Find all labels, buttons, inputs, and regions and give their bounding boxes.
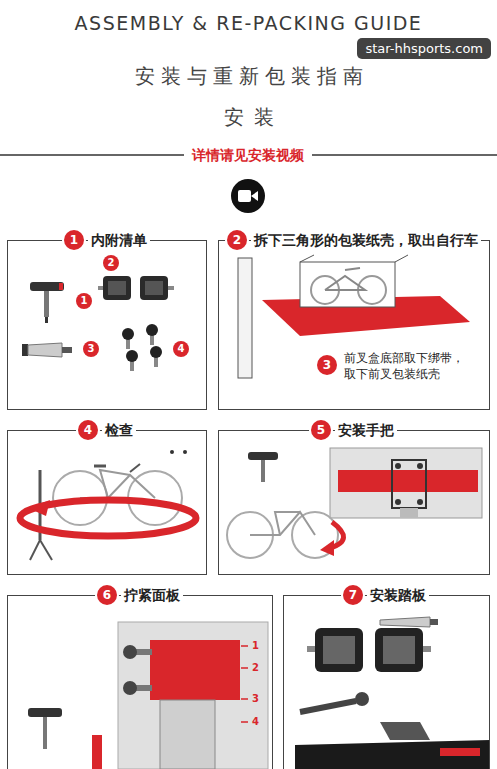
step-badge: 1 — [64, 230, 84, 250]
video-icon — [231, 179, 265, 213]
callout-number: 3 — [252, 693, 259, 705]
badge-number: 1 — [70, 234, 78, 246]
panel-heading: 内附清单 — [88, 230, 150, 250]
step-note: 前叉盒底部取下绑带， 取下前叉包装纸壳 — [344, 350, 478, 382]
handlebar-scene — [227, 448, 482, 558]
panel-heading: 安装踏板 — [367, 585, 429, 605]
step-badge: 5 — [311, 420, 331, 440]
panel-heading: 安装手把 — [335, 420, 397, 440]
badge-number: 6 — [103, 589, 111, 601]
step-badge: 6 — [97, 585, 117, 605]
badge-number: 3 — [88, 344, 95, 354]
grease-tube — [22, 343, 72, 357]
callout-number: 4 — [252, 716, 259, 728]
callout-number: 1 — [252, 640, 259, 652]
step-panel: 拆下三角形的包装纸壳，取出自行车23 — [218, 240, 490, 410]
step-panel: 安装手把5 — [218, 430, 490, 575]
step-panel: 拧紧面板6 — [7, 595, 273, 769]
pedal-scene — [295, 617, 490, 769]
panel-heading: 拧紧面板 — [121, 585, 183, 605]
callout-badge: 4 — [173, 341, 189, 357]
guide-title: ASSEMBLY & RE-PACKING GUIDE — [0, 12, 497, 34]
video-note: 详情请见安装视频 — [184, 146, 312, 164]
panel-heading: 检查 — [102, 420, 136, 440]
pedals — [98, 276, 174, 300]
callout-badge: 1 — [76, 293, 92, 309]
badge-number: 2 — [108, 258, 115, 268]
watermark: star-hhsports.com — [357, 38, 491, 59]
callout-badge: 2 — [103, 255, 119, 271]
badge-number: 3 — [323, 359, 331, 371]
subtitle: 安装与重新包装指南 — [0, 63, 497, 90]
callout-badge: 3 — [317, 355, 337, 375]
step-badge: 7 — [343, 585, 363, 605]
step-panel: 安装踏板7 — [283, 595, 490, 769]
step-badge: 4 — [78, 420, 98, 440]
badge-number: 4 — [84, 424, 92, 436]
step-badge: 2 — [227, 230, 247, 250]
stem-scene — [28, 622, 268, 769]
callout-badge: 3 — [83, 341, 99, 357]
badge-number: 5 — [317, 424, 325, 436]
section-heading: 安装 — [0, 104, 497, 131]
badge-number: 2 — [233, 234, 241, 246]
badge-number: 4 — [178, 344, 185, 354]
callout-number: 2 — [252, 662, 259, 674]
inspect-scene — [20, 450, 196, 560]
step-panel: 检查4 — [7, 430, 207, 575]
step-panel: 内附清单11234 — [7, 240, 207, 410]
badge-number: 1 — [81, 296, 88, 306]
panel-heading: 拆下三角形的包装纸壳，取出自行车 — [251, 230, 481, 250]
t-wrench — [30, 282, 64, 323]
badge-number: 7 — [349, 589, 357, 601]
bolts — [122, 324, 162, 371]
